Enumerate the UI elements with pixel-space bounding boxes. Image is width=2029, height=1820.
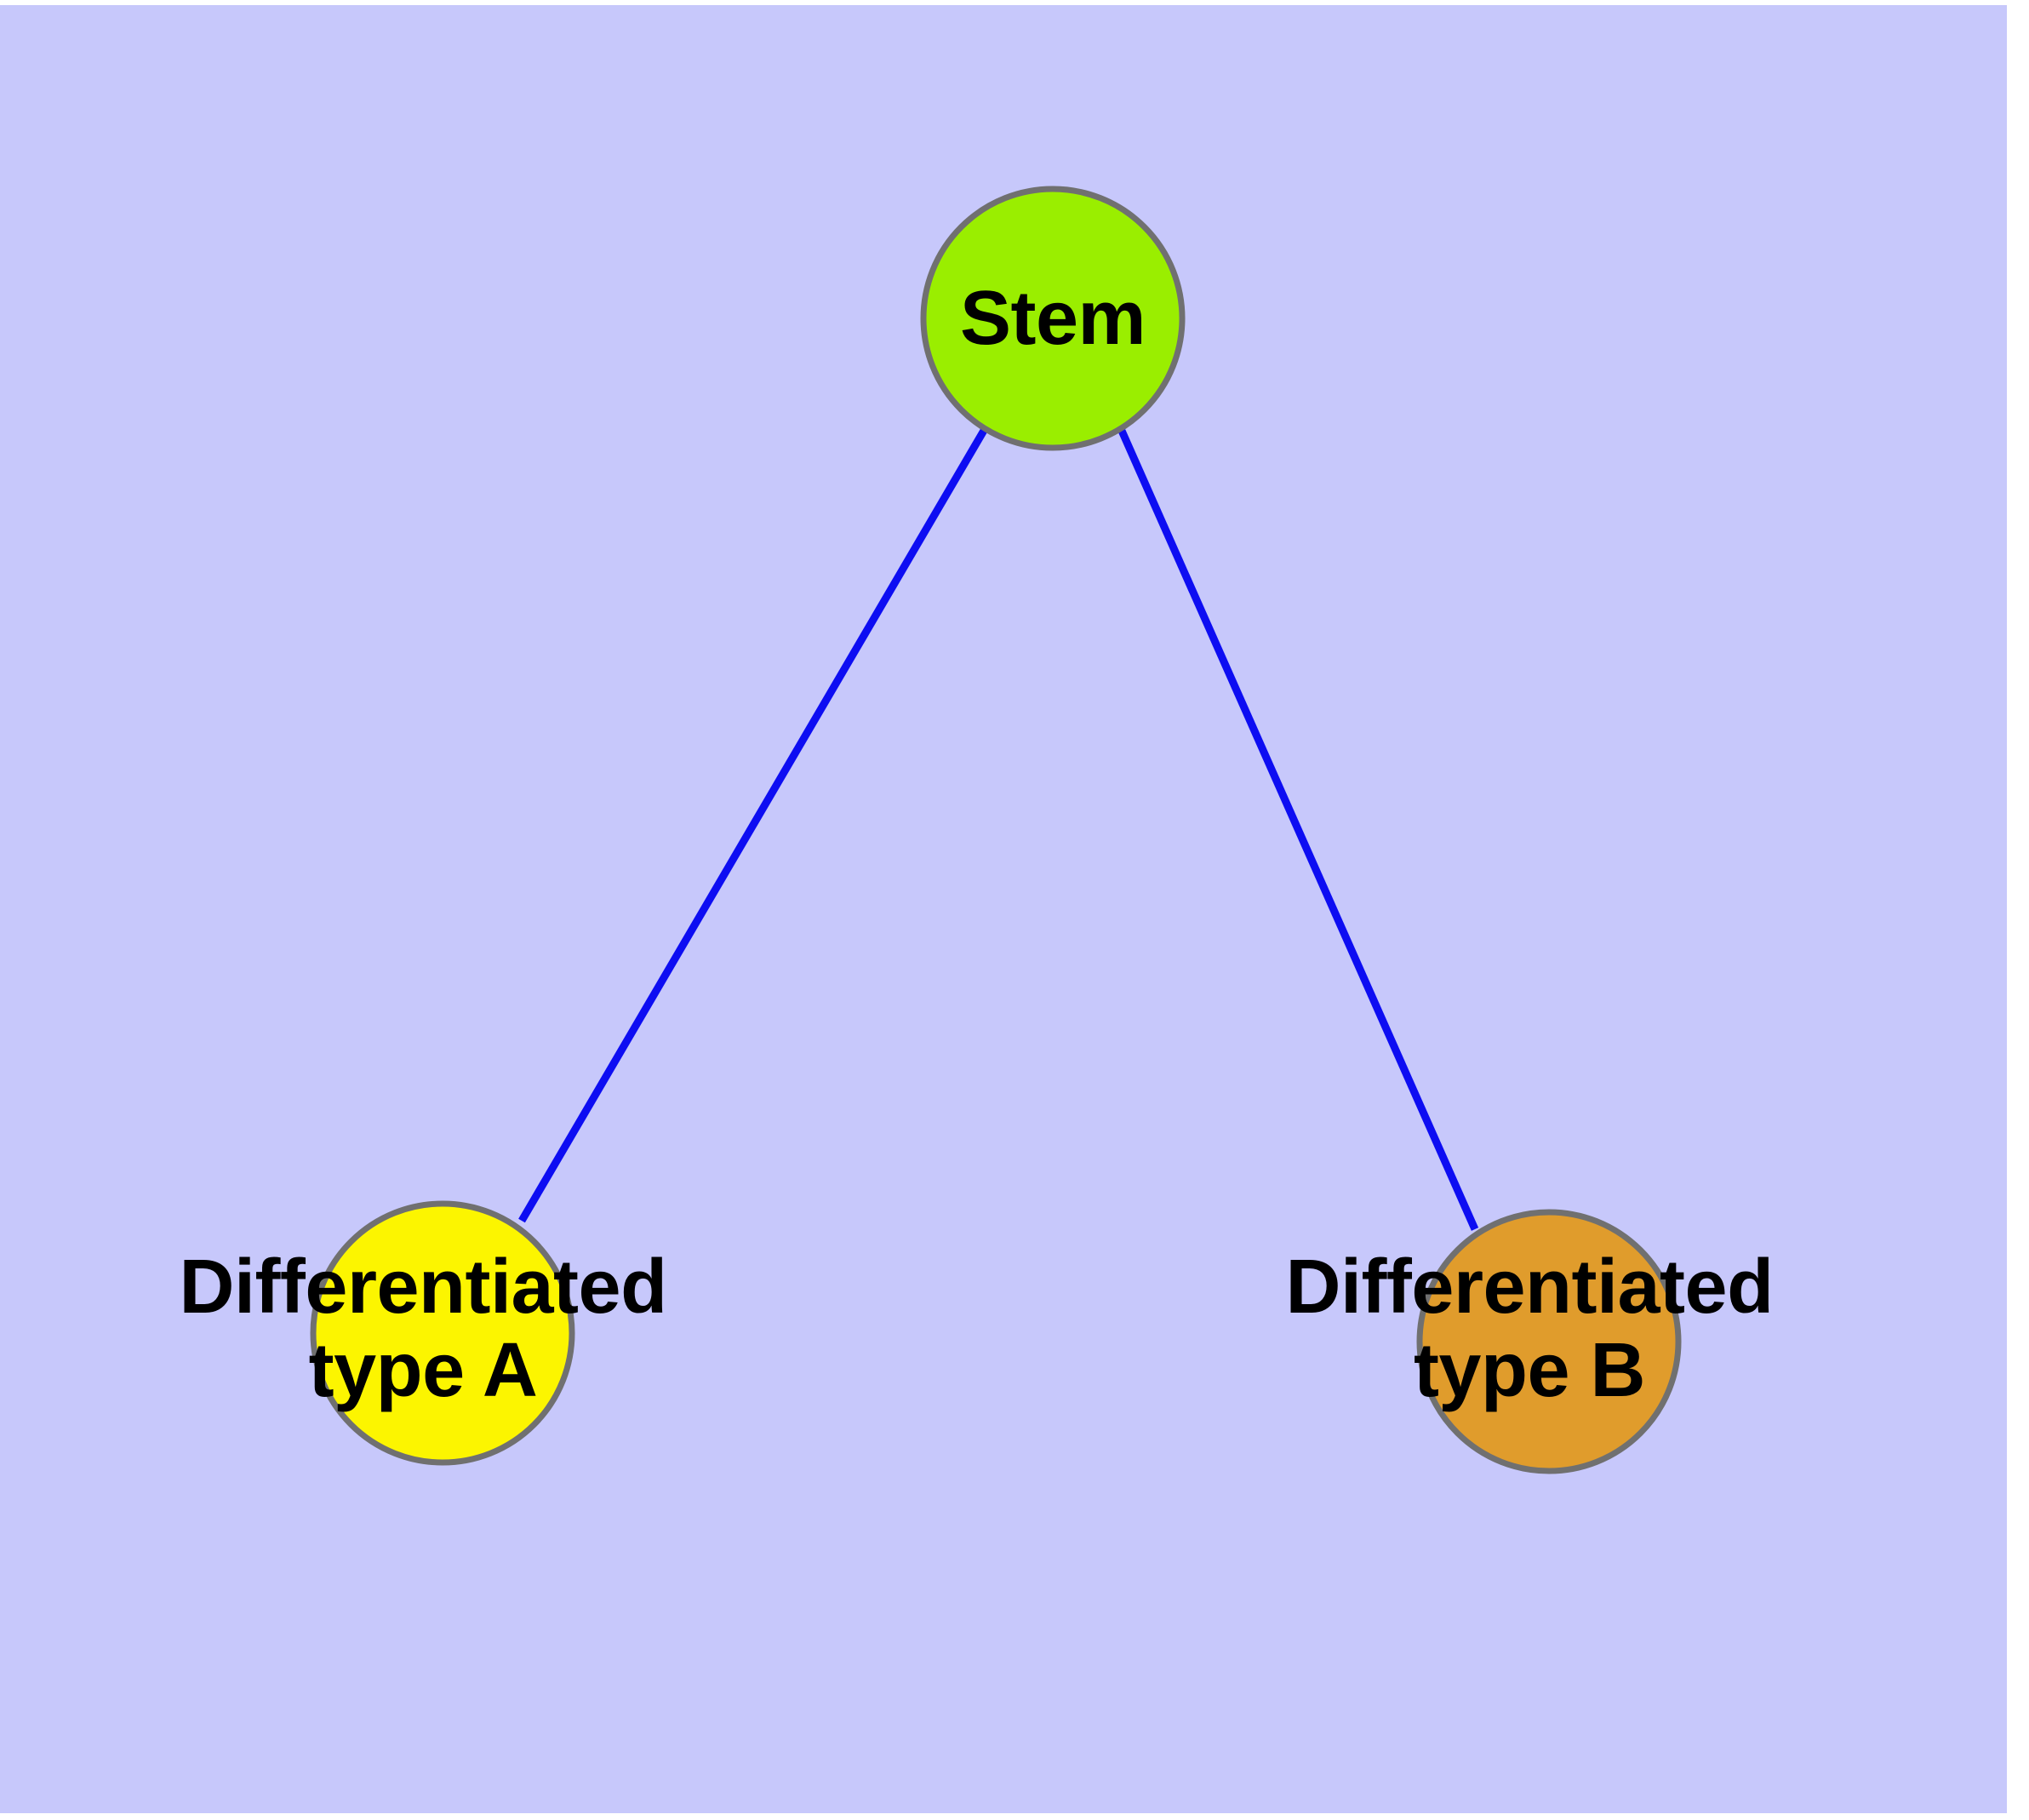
graph-edge [1117,429,1479,1231]
graph-node-diff-a[interactable] [310,1200,575,1466]
nodes-layer [310,186,1682,1474]
edges-layer [518,426,1479,1231]
graph-edge [518,426,988,1223]
graph-node-stem[interactable] [920,186,1186,451]
graph-node-diff-b[interactable] [1416,1209,1682,1474]
